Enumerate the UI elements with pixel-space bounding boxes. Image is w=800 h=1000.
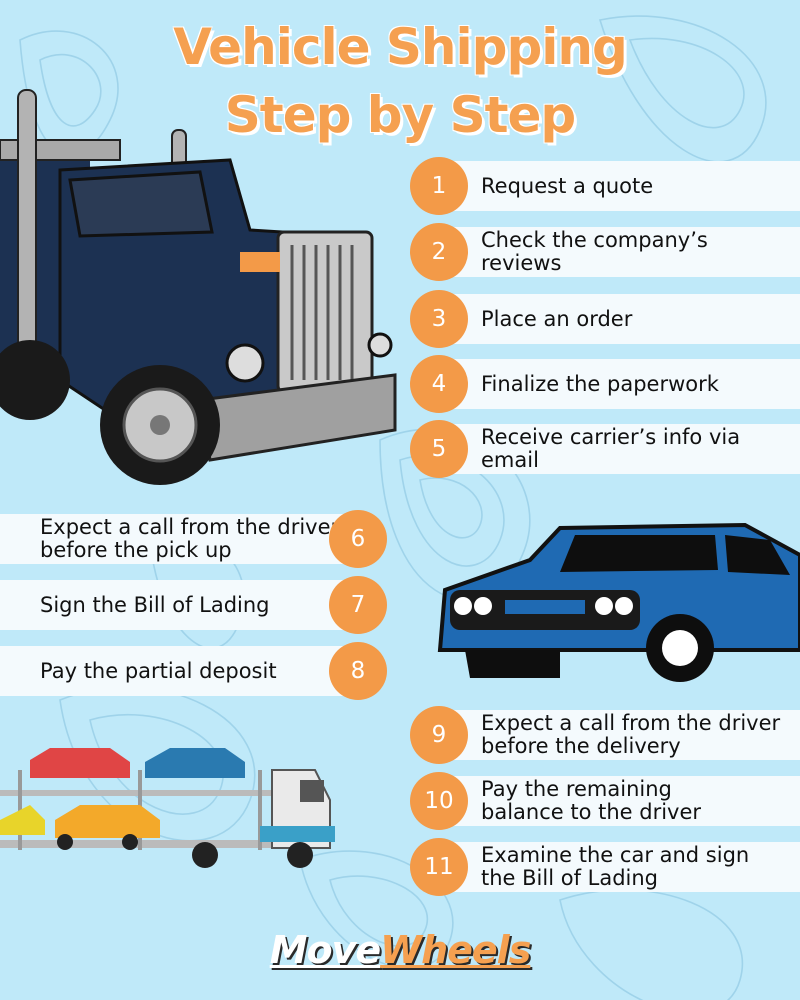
- step-number-badge: 3: [410, 290, 468, 348]
- step-6: Expect a call from the driver before the…: [0, 510, 387, 568]
- step-number-badge: 10: [410, 772, 468, 830]
- semi-truck-illustration: [0, 89, 397, 485]
- step-10: 10 Pay the remaining balance to the driv…: [410, 772, 800, 830]
- step-number-badge: 11: [410, 838, 468, 896]
- car-carrier-illustration: [0, 748, 335, 868]
- muscle-car-illustration: [437, 522, 800, 682]
- step-label: Place an order: [481, 306, 633, 331]
- step-2: 2 Check the company’s reviews: [410, 223, 800, 281]
- step-11: 11 Examine the car and sign the Bill of …: [410, 838, 800, 896]
- step-4: 4 Finalize the paperwork: [410, 355, 800, 413]
- step-label: Pay the partial deposit: [40, 658, 277, 683]
- step-1: 1 Request a quote: [410, 157, 800, 215]
- step-label: Request a quote: [481, 173, 654, 198]
- step-label: Sign the Bill of Lading: [40, 592, 270, 617]
- step-number-badge: 8: [329, 642, 387, 700]
- step-number-badge: 5: [410, 420, 468, 478]
- step-label: Receive carrier’s info via email: [481, 425, 741, 472]
- logo-part-move: Move: [269, 928, 381, 972]
- step-label: Examine the car and sign the Bill of Lad…: [481, 843, 750, 890]
- step-number-badge: 2: [410, 223, 468, 281]
- step-9: 9 Expect a call from the driver before t…: [410, 706, 800, 764]
- step-5: 5 Receive carrier’s info via email: [410, 420, 800, 478]
- step-7: Sign the Bill of Lading 7: [0, 576, 387, 634]
- step-number-badge: 9: [410, 706, 468, 764]
- brand-logo: MoveWheels: [0, 928, 800, 972]
- step-number-badge: 7: [329, 576, 387, 634]
- page-title-line-2: Step by Step: [224, 86, 576, 144]
- step-number-badge: 6: [329, 510, 387, 568]
- step-number-badge: 1: [410, 157, 468, 215]
- step-label: Pay the remaining balance to the driver: [481, 777, 702, 824]
- step-8: Pay the partial deposit 8: [0, 642, 387, 700]
- page-title-line-1: Vehicle Shipping: [173, 18, 628, 76]
- step-label: Check the company’s reviews: [481, 228, 708, 275]
- step-3: 3 Place an order: [410, 290, 800, 348]
- step-label: Expect a call from the driver before the…: [481, 711, 781, 758]
- step-label: Expect a call from the driver before the…: [40, 515, 340, 562]
- step-number-badge: 4: [410, 355, 468, 413]
- logo-part-wheels: Wheels: [380, 928, 531, 972]
- step-label: Finalize the paperwork: [481, 371, 719, 396]
